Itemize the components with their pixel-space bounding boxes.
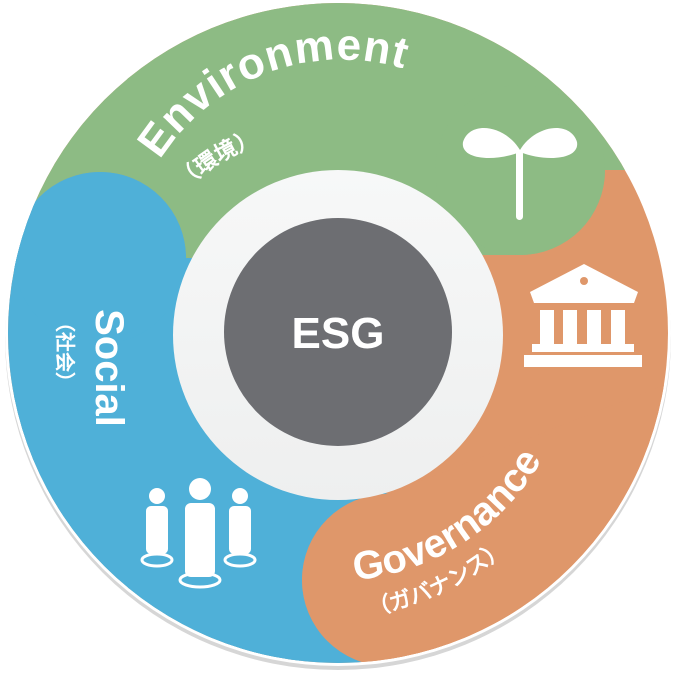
people-group-icon [140,478,257,589]
center-circle[interactable] [224,218,452,446]
social-label-group: Social （社会） [53,309,131,427]
center-label: ESG [292,309,385,358]
government-building-icon [524,264,642,367]
sprout-icon [462,128,578,220]
social-sublabel: （社会） [53,312,77,392]
social-label: Social [87,309,131,427]
social-segment-cap-overlay [14,172,186,344]
